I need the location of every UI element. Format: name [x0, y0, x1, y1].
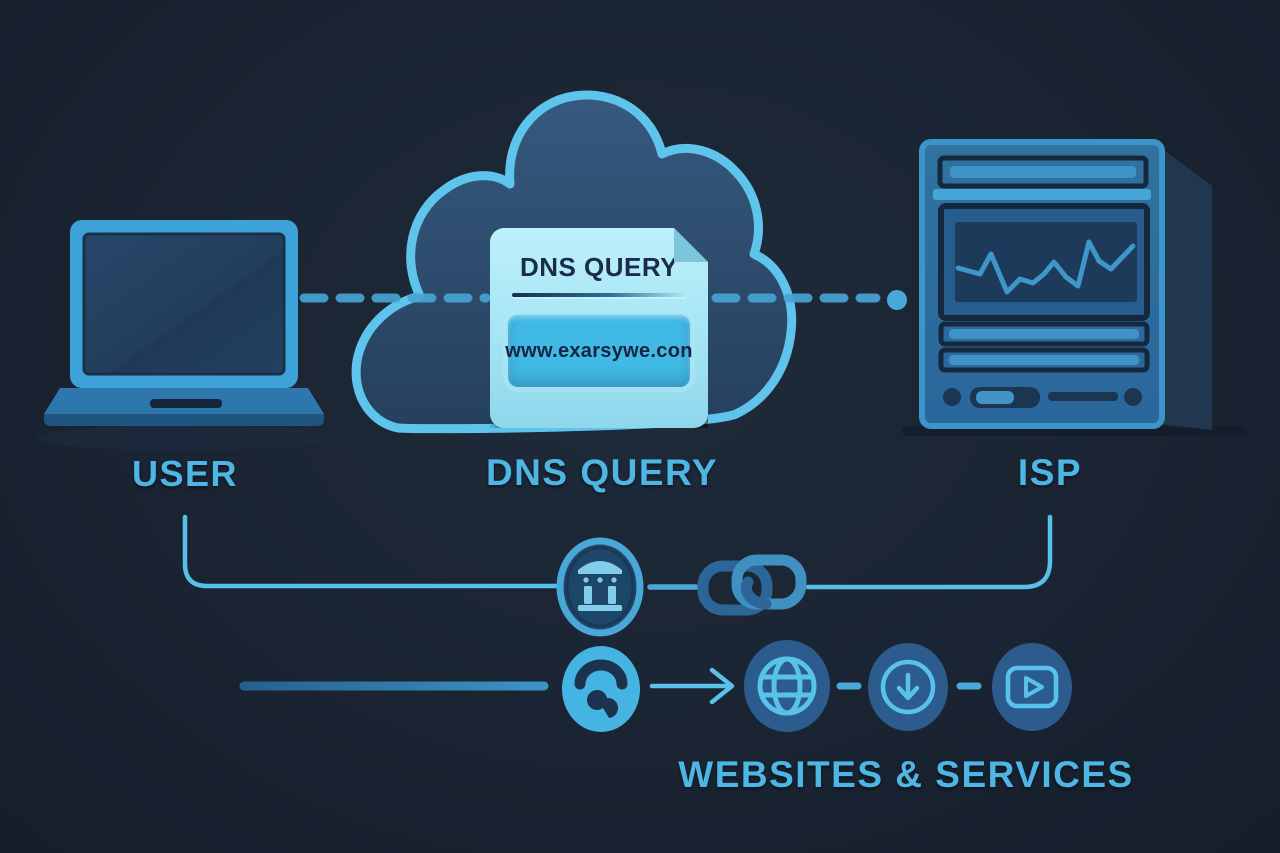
user-label: USER: [131, 453, 239, 494]
download-icon: [868, 643, 948, 731]
chain-link-icon: [697, 554, 807, 616]
connector-user-isp: [182, 514, 1053, 590]
laptop-icon: [37, 220, 333, 451]
arrow-right-icon: [649, 667, 735, 705]
server-icon: [902, 139, 1247, 436]
queried-domain-text: www.exarsywe.con: [505, 339, 693, 362]
dns-query-card: DNS QUERY www.exarsywe.con: [490, 228, 708, 428]
dns-dashed-line-right: [711, 290, 907, 310]
dns-query-label: DNS QUERY: [485, 452, 719, 493]
video-play-icon: [992, 643, 1072, 731]
isp-label: ISP: [1017, 452, 1083, 493]
websites-services-label: WEBSITES & SERVICES: [678, 754, 1134, 795]
card-divider: [512, 293, 686, 297]
bank-icon: [556, 537, 644, 637]
lock-icon: [562, 646, 640, 732]
globe-icon: [744, 640, 830, 732]
dns-card-title: DNS QUERY: [519, 252, 679, 282]
queried-domain-box: www.exarsywe.con: [506, 313, 692, 389]
